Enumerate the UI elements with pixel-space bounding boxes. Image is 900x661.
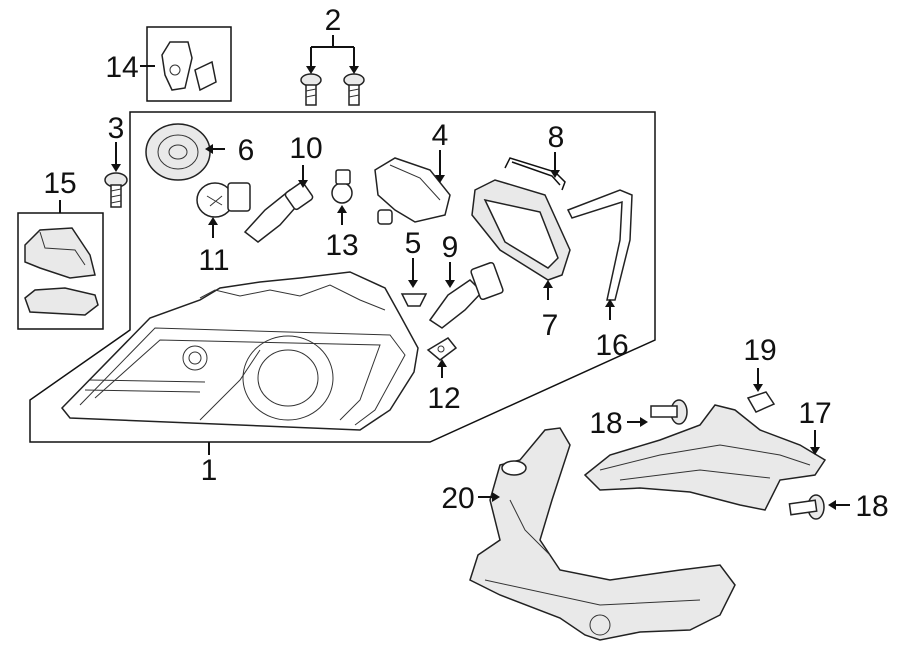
callout-13: 13 (325, 229, 358, 262)
bracket-15 (24, 227, 99, 316)
bracket-17 (583, 404, 827, 511)
nut-19 (746, 391, 776, 413)
headlamp-group-frame (29, 111, 656, 443)
bulb-10 (243, 181, 314, 243)
callout-20: 20 (441, 482, 474, 515)
nut-12 (426, 337, 458, 361)
callout-1: 1 (201, 454, 218, 487)
leader-lines (59, 35, 850, 510)
callout-6: 6 (238, 134, 255, 167)
cover-7 (471, 179, 571, 281)
screw-18-left (650, 399, 688, 425)
screws-2 (300, 73, 365, 106)
callout-5: 5 (405, 227, 422, 260)
callout-18-left: 18 (589, 407, 622, 440)
callout-17: 17 (798, 397, 831, 430)
actuator-4 (374, 157, 451, 225)
callout-4: 4 (432, 119, 449, 152)
bracket-14 (161, 41, 217, 92)
bulb-11 (196, 182, 251, 218)
seal-strip-16 (566, 189, 633, 301)
screw-3 (104, 172, 128, 208)
callout-12: 12 (427, 382, 460, 415)
callout-18-right: 18 (855, 490, 888, 523)
callout-14: 14 (105, 51, 138, 84)
callout-8: 8 (548, 121, 565, 154)
clip-5 (400, 293, 428, 307)
callout-9: 9 (442, 231, 459, 264)
callout-10: 10 (289, 132, 322, 165)
callout-2: 2 (325, 4, 342, 37)
screw-18-right (788, 494, 825, 520)
callout-15: 15 (43, 167, 76, 200)
callout-16: 16 (595, 329, 628, 362)
dust-cap (145, 123, 211, 181)
callout-11: 11 (198, 244, 229, 277)
headlamp-housing (60, 271, 419, 431)
callout-7: 7 (542, 309, 559, 342)
bulb-9 (428, 261, 504, 329)
box-14 (146, 26, 232, 102)
bulb-13 (331, 169, 353, 204)
support-20 (469, 427, 736, 641)
callout-19: 19 (743, 334, 776, 367)
callout-3: 3 (108, 112, 125, 145)
